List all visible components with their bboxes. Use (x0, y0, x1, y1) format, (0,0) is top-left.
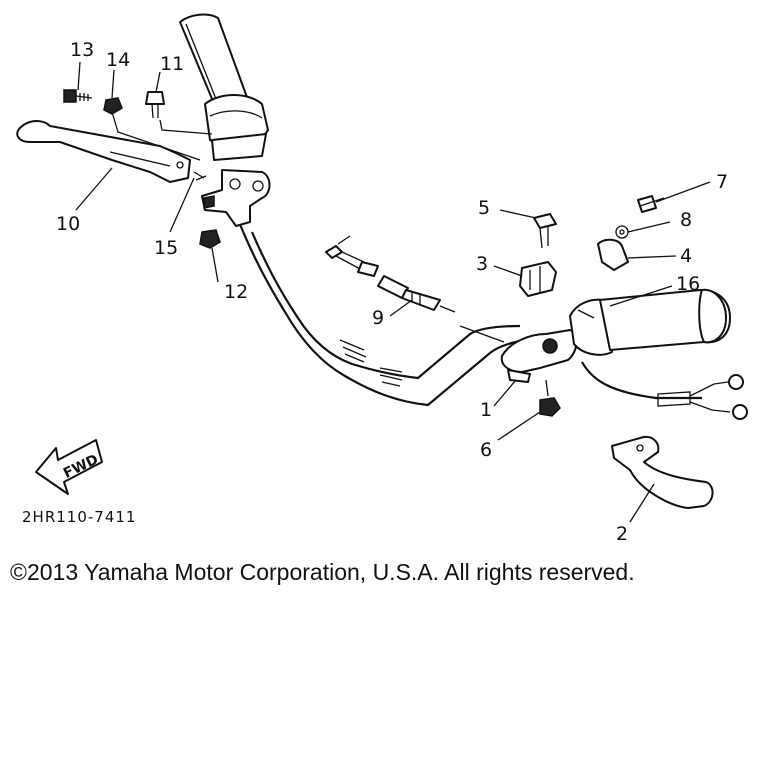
screw-15 (193, 171, 207, 181)
callout-8: 8 (680, 209, 692, 231)
callout-14: 14 (106, 49, 130, 71)
callout-9: 9 (372, 307, 384, 329)
callout-2: 2 (616, 523, 628, 545)
callout-labels: 13 14 11 10 15 12 5 3 9 7 8 4 16 1 6 2 (56, 39, 728, 545)
callout-5: 5 (478, 197, 490, 219)
handlebar (230, 204, 526, 407)
fwd-arrow: FWD (35, 439, 103, 495)
left-grip (179, 13, 269, 161)
throttle-cable (581, 361, 748, 420)
washer-8 (615, 225, 629, 239)
bolt-13 (63, 89, 93, 103)
callout-16: 16 (676, 273, 700, 295)
nut-12 (199, 229, 221, 249)
callout-1: 1 (480, 399, 492, 421)
switch-wire (325, 235, 456, 313)
clutch-lever (16, 120, 191, 183)
callout-15: 15 (154, 237, 178, 259)
front-brake-switch (519, 261, 557, 297)
copyright-text: ©2013 Yamaha Motor Corporation, U.S.A. A… (10, 559, 635, 585)
throttle-grip (569, 288, 731, 356)
leader-lines (75, 61, 711, 523)
callout-12: 12 (224, 281, 248, 303)
right-lever-holder (500, 329, 578, 383)
callout-6: 6 (480, 439, 492, 461)
callout-7: 7 (716, 171, 728, 193)
bracket-4 (597, 238, 629, 271)
brake-lever (611, 436, 714, 509)
callout-3: 3 (476, 253, 488, 275)
callout-10: 10 (56, 213, 80, 235)
left-lever-holder (201, 169, 271, 227)
bolt-5 (533, 213, 557, 249)
callout-13: 13 (70, 39, 94, 61)
nut-6 (539, 379, 561, 417)
drawing-code: 2HR110-7411 (22, 508, 136, 526)
callout-4: 4 (680, 245, 692, 267)
nut-14 (103, 97, 123, 115)
callout-11: 11 (160, 53, 184, 75)
pin-11 (145, 91, 165, 119)
screw-7 (637, 195, 665, 213)
